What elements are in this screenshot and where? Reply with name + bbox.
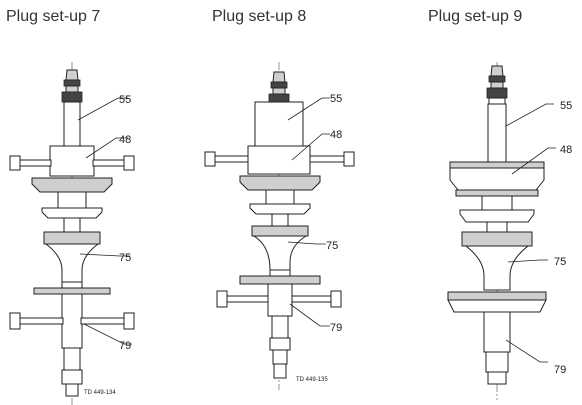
setup-7-label-75: 75 bbox=[119, 252, 131, 264]
setup-9-label-79: 79 bbox=[554, 364, 566, 376]
setup-8-assembly bbox=[204, 62, 355, 390]
setup-8-leaders bbox=[287, 97, 330, 327]
setup-8-title: Plug set-up 8 bbox=[212, 8, 307, 25]
setup-7-leaders bbox=[77, 97, 132, 345]
setup-7-label-48: 48 bbox=[119, 134, 131, 146]
setup-7-label-55: 55 bbox=[119, 94, 131, 106]
setup-9-label-55: 55 bbox=[560, 100, 572, 112]
setup-7-assembly bbox=[9, 62, 135, 405]
setup-9-label-75: 75 bbox=[554, 256, 566, 268]
setup-9-title: Plug set-up 9 bbox=[428, 8, 523, 25]
setup-8-drawing-ref: TD 449-135 bbox=[296, 377, 328, 383]
setup-9-leaders bbox=[505, 103, 556, 363]
setup-9-label-48: 48 bbox=[560, 144, 572, 156]
setup-7-label-79: 79 bbox=[119, 340, 131, 352]
setup-8-label-55: 55 bbox=[330, 93, 342, 105]
setup-7-title: Plug set-up 7 bbox=[6, 8, 101, 25]
setup-8-label-75: 75 bbox=[326, 240, 338, 252]
setup-8-label-79: 79 bbox=[330, 322, 342, 334]
setup-9-assembly bbox=[447, 62, 547, 400]
setup-7-drawing-ref: TD 449-134 bbox=[84, 390, 116, 396]
setup-8-label-48: 48 bbox=[330, 129, 342, 141]
